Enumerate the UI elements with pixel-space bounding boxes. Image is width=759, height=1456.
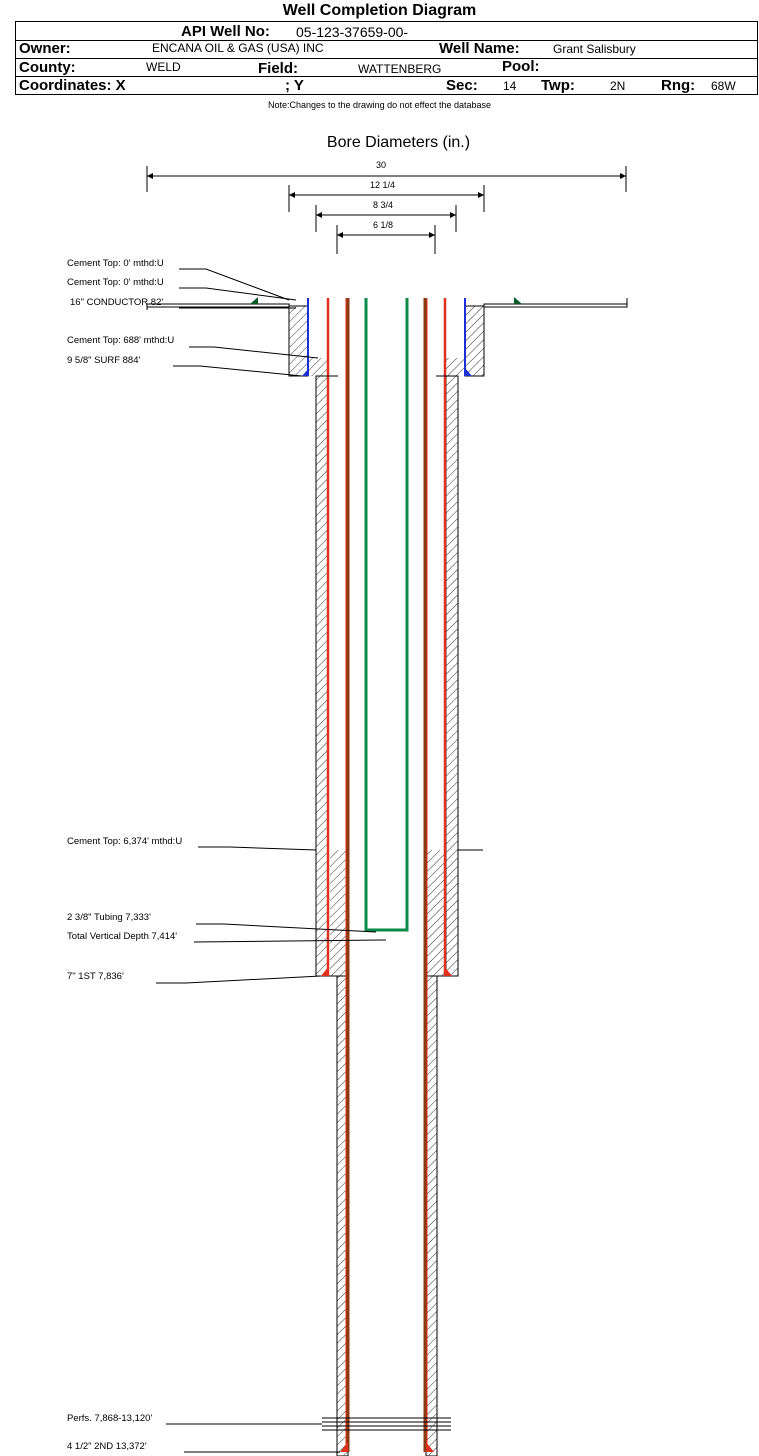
bore-diameter-12-1-4: 12 1/4: [370, 180, 396, 190]
field-label: Field:: [258, 60, 298, 77]
rng-value: 68W: [711, 79, 736, 93]
pool-label: Pool:: [502, 58, 540, 75]
tubing-label: 2 3/8" Tubing 7,333': [67, 912, 151, 923]
cement-top-label-2: Cement Top: 0' mthd:U: [67, 277, 164, 288]
first-casing-label: 7" 1ST 7,836': [67, 971, 124, 982]
second-casing: [340, 298, 434, 1452]
twp-label: Twp:: [541, 77, 575, 94]
api-label: API Well No:: [181, 23, 270, 40]
leader-lines: [156, 268, 483, 1453]
first-casing: [321, 298, 452, 976]
county-label: County:: [19, 59, 76, 76]
well-name-label: Well Name:: [439, 40, 520, 57]
cement-top-label-1: Cement Top: 0' mthd:U: [67, 258, 164, 269]
coordinates-y-label: ; Y: [285, 77, 304, 94]
surface-casing-label: 9 5/8" SURF 884': [67, 355, 141, 366]
production-cement: [336, 975, 438, 1456]
county-value: WELD: [146, 60, 181, 74]
coordinates-label: Coordinates: X: [19, 77, 126, 94]
surface-cement: [288, 305, 485, 377]
sec-value: 14: [503, 79, 517, 93]
cement-top-688-label: Cement Top: 688' mthd:U: [67, 335, 175, 346]
perforations-label: Perfs. 7,868-13,120': [67, 1413, 153, 1424]
intermediate-cement: [315, 375, 459, 977]
well-name-value: Grant Salisbury: [553, 42, 636, 56]
bore-dimension-lines: [146, 166, 627, 254]
bore-diameter-8-3-4: 8 3/4: [373, 200, 394, 210]
database-note: Note:Changes to the drawing do not effec…: [268, 100, 491, 110]
twp-value: 2N: [610, 79, 626, 93]
total-vertical-depth-label: Total Vertical Depth 7,414': [67, 931, 178, 942]
surface-casing: [302, 298, 472, 376]
sec-label: Sec:: [446, 77, 478, 94]
bore-diameter-6-1-8: 6 1/8: [373, 220, 394, 230]
cement-top-6374-label: Cement Top: 6,374' mthd:U: [67, 836, 183, 847]
second-casing-label: 4 1/2" 2ND 13,372': [67, 1441, 147, 1452]
field-value: WATTENBERG: [358, 62, 442, 76]
bore-diameter-30: 30: [376, 160, 387, 170]
conductor-label: 16" CONDUCTOR 82': [70, 297, 164, 308]
rng-label: Rng:: [661, 77, 696, 94]
bore-diameters-title: Bore Diameters (in.): [326, 134, 471, 151]
api-value: 05-123-37659-00-: [296, 24, 409, 40]
owner-value: ENCANA OIL & GAS (USA) INC: [152, 41, 324, 55]
perforations: [322, 1417, 451, 1431]
owner-label: Owner:: [19, 40, 71, 57]
diagram-title: Well Completion Diagram: [282, 2, 477, 19]
tubing: [364, 298, 409, 932]
